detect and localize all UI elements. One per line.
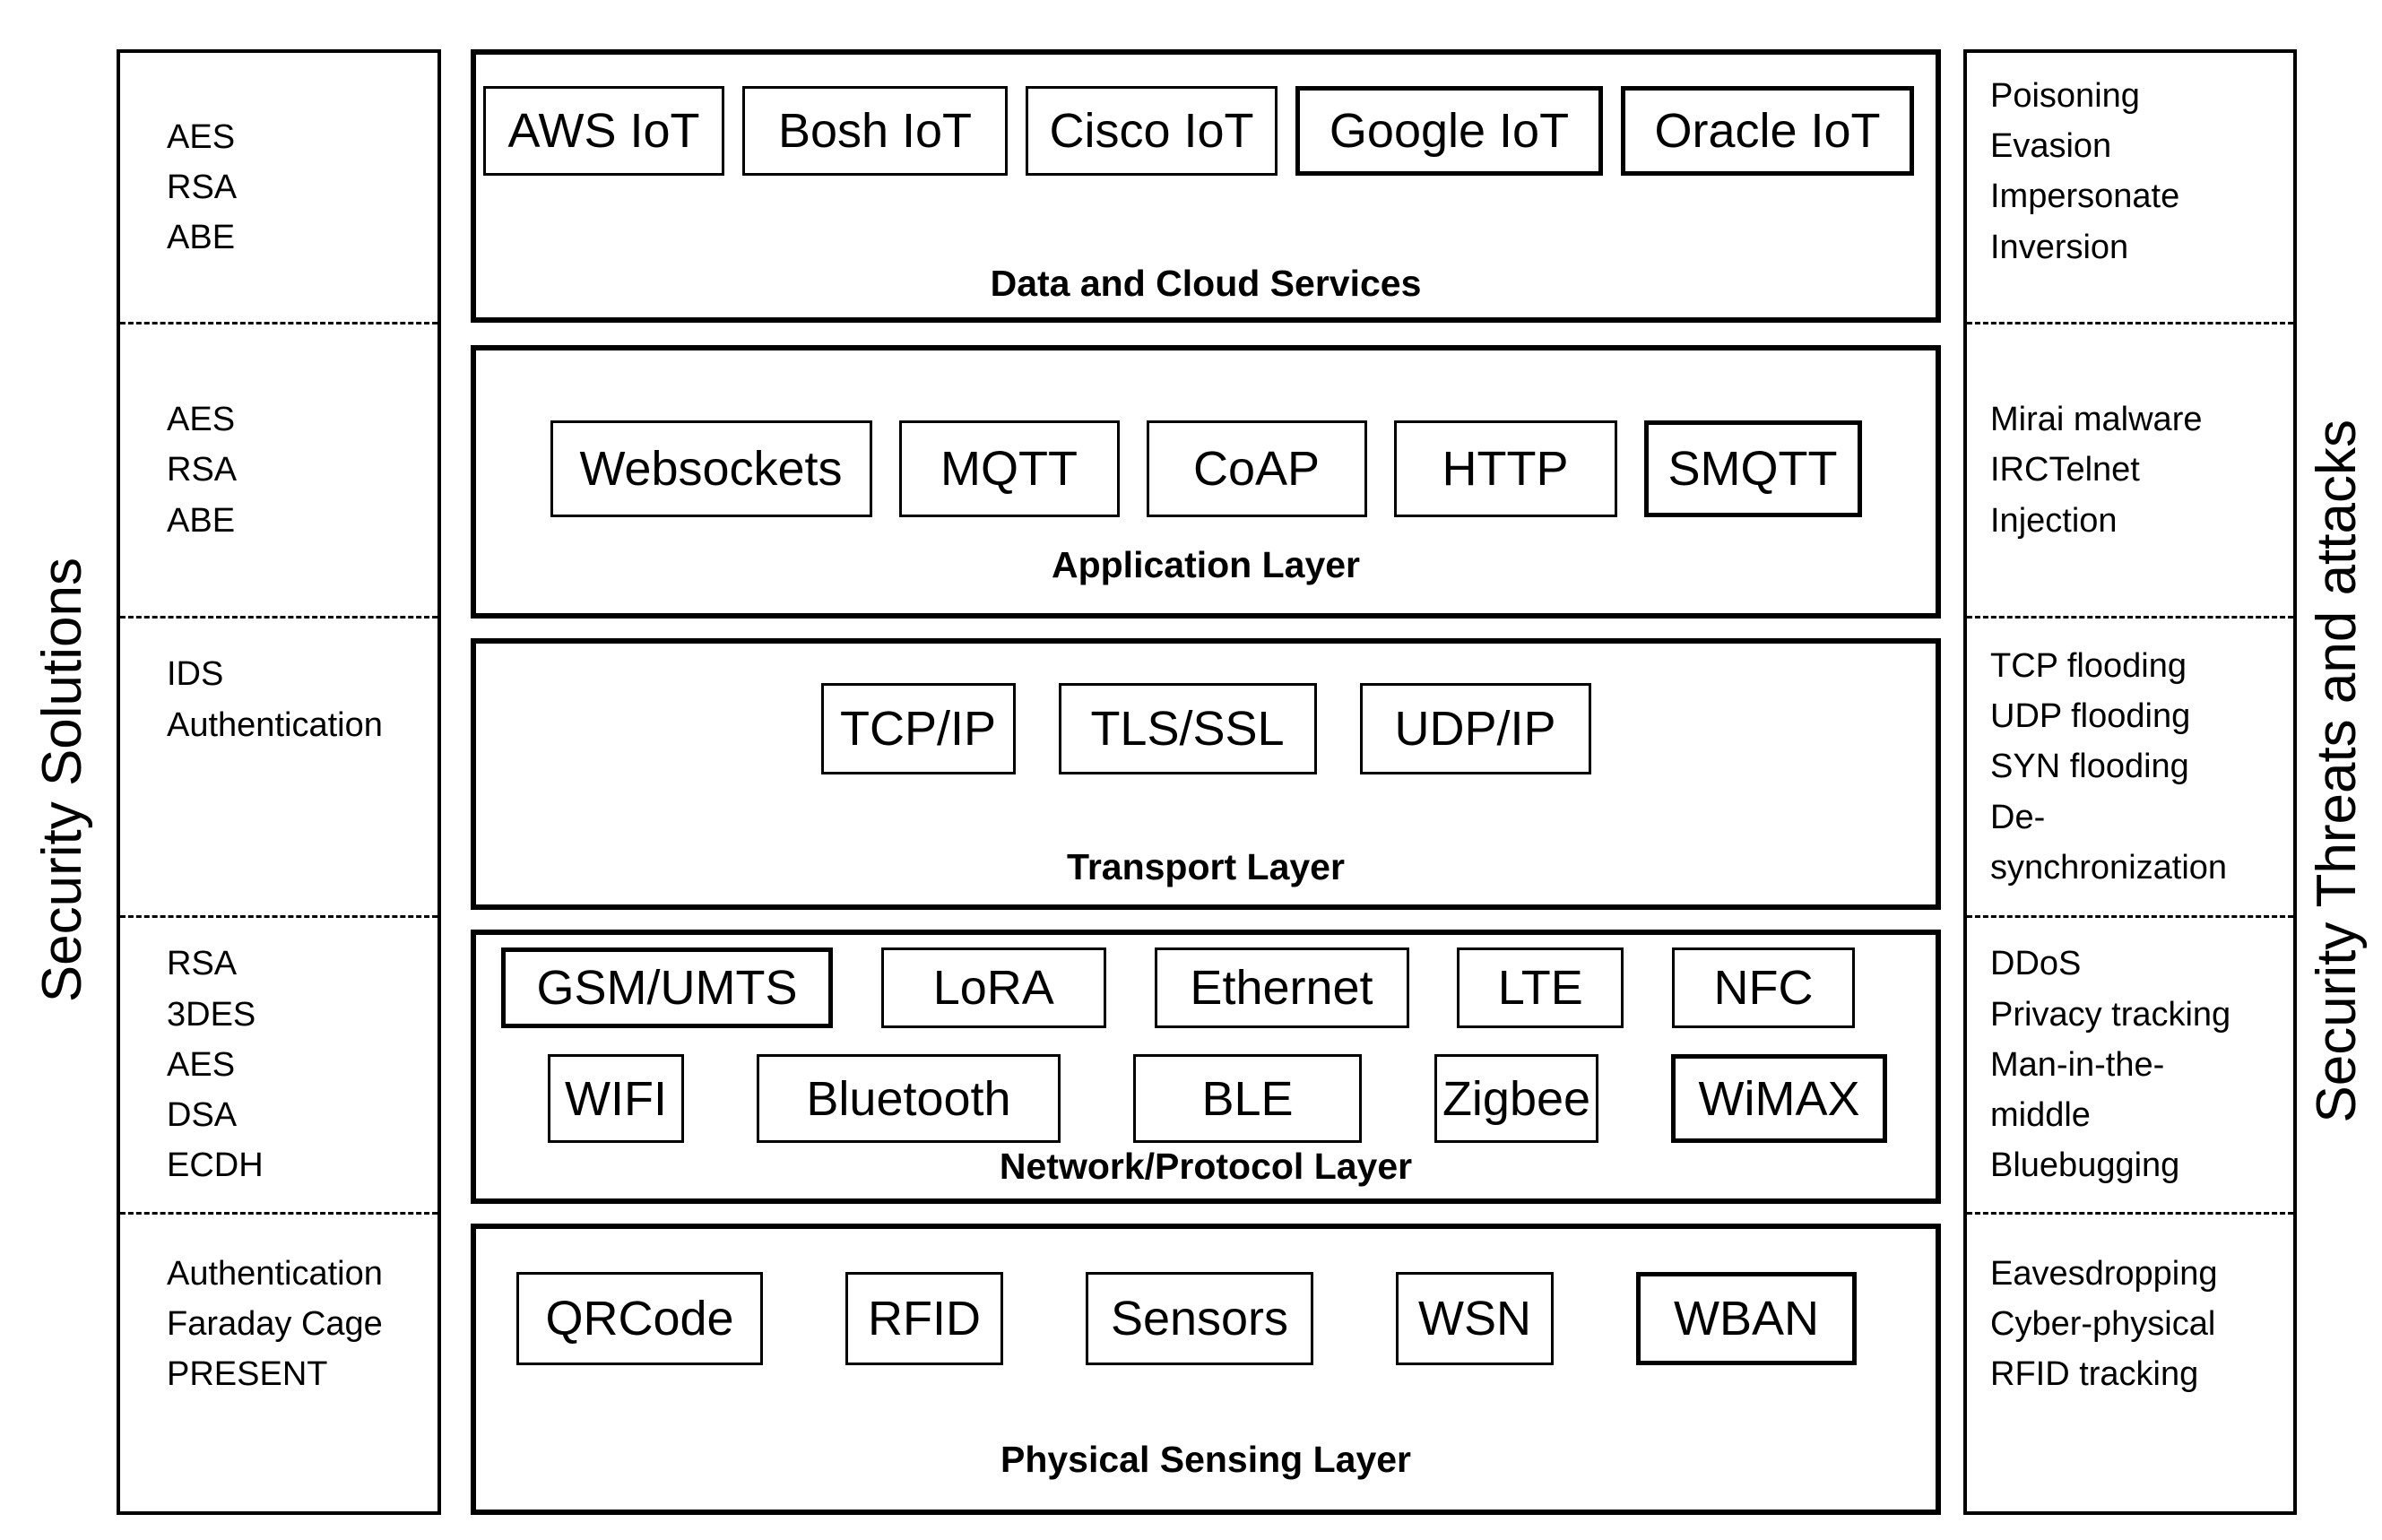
chip-tls-ssl: TLS/SSL <box>1058 683 1317 774</box>
layer-label-data-and-cloud-services: Data and Cloud Services <box>990 263 1422 304</box>
chip-coap: CoAP <box>1146 420 1367 517</box>
solution-item: DSA <box>167 1096 238 1135</box>
threat-item: TCP flooding <box>1990 646 2187 685</box>
threat-item: Injection <box>1990 501 2118 540</box>
chip-bosh-iot: Bosh IoT <box>742 86 1008 176</box>
solutions-section-physical: Authentication Faraday Cage PRESENT <box>120 1215 437 1511</box>
chip-gsm-umts: GSM/UMTS <box>501 947 833 1028</box>
solutions-section-transport: IDS Authentication <box>120 619 437 918</box>
solution-item: IDS <box>167 655 224 694</box>
threats-section-cloud: Poisoning Evasion Impersonate Inversion <box>1967 53 2293 324</box>
threat-item: SYN flooding <box>1990 748 2189 786</box>
layer-physical-sensing: QRCode RFID Sensors WSN WBAN Physical Se… <box>471 1224 1941 1515</box>
chip-tcp-ip: TCP/IP <box>820 683 1016 774</box>
threat-item: Inversion <box>1990 228 2129 266</box>
threats-section-physical: Eavesdropping Cyber-physical RFID tracki… <box>1967 1215 2293 1511</box>
chip-smqtt: SMQTT <box>1643 420 1862 517</box>
layer-network-protocol: GSM/UMTS LoRA Ethernet LTE NFC WIFI Blue… <box>471 930 1941 1204</box>
chip-bluetooth: Bluetooth <box>757 1054 1061 1143</box>
chip-zigbee: Zigbee <box>1434 1054 1598 1143</box>
chip-lora: LoRA <box>880 947 1106 1028</box>
transport-protocols-row: TCP/IP TLS/SSL UDP/IP <box>476 683 1936 774</box>
threat-item: Eavesdropping <box>1990 1255 2218 1293</box>
threat-item: Mirai malware <box>1990 401 2203 439</box>
right-axis-label-area: Security Threats and attacks <box>2291 269 2381 1273</box>
chip-cisco-iot: Cisco IoT <box>1026 86 1278 176</box>
chip-ethernet: Ethernet <box>1154 947 1409 1028</box>
threat-item: Cyber-physical <box>1990 1305 2216 1344</box>
solution-item: Authentication <box>167 1255 383 1293</box>
left-axis-label-area: Security Solutions <box>13 296 111 1264</box>
threat-item: Evasion <box>1990 127 2112 166</box>
chip-wsn: WSN <box>1396 1272 1554 1365</box>
solutions-section-cloud: AES RSA ABE <box>120 53 437 324</box>
solution-item: ABE <box>167 501 236 540</box>
network-protocols-row-2: WIFI Bluetooth BLE Zigbee WiMAX <box>548 1054 1887 1143</box>
chip-oracle-iot: Oracle IoT <box>1621 86 1914 176</box>
chip-google-iot: Google IoT <box>1295 86 1603 176</box>
threat-item: Poisoning <box>1990 77 2140 115</box>
threat-item: RFID tracking <box>1990 1355 2199 1394</box>
threat-item: Bluebugging <box>1990 1146 2180 1185</box>
application-protocols-row: Websockets MQTT CoAP HTTP SMQTT <box>476 420 1936 517</box>
chip-http: HTTP <box>1393 420 1617 517</box>
solution-item: PRESENT <box>167 1355 328 1394</box>
threat-item: UDP flooding <box>1990 697 2191 736</box>
threat-item: Privacy tracking <box>1990 995 2231 1034</box>
solution-item: AES <box>167 1045 236 1084</box>
chip-wban: WBAN <box>1636 1272 1857 1365</box>
solution-item: 3DES <box>167 995 256 1034</box>
chip-udp-ip: UDP/IP <box>1359 683 1591 774</box>
chip-aws-iot: AWS IoT <box>483 86 724 176</box>
threats-section-transport: TCP flooding UDP flooding SYN flooding D… <box>1967 619 2293 918</box>
chip-wifi: WIFI <box>548 1054 684 1143</box>
cloud-services-row: AWS IoT Bosh IoT Cisco IoT Google IoT Or… <box>483 86 1914 176</box>
layer-application: Websockets MQTT CoAP HTTP SMQTT Applicat… <box>471 345 1941 619</box>
solution-item: ECDH <box>167 1146 264 1185</box>
chip-lte: LTE <box>1457 947 1624 1028</box>
layer-transport: TCP/IP TLS/SSL UDP/IP Transport Layer <box>471 638 1941 910</box>
threat-item: IRCTelnet <box>1990 451 2140 489</box>
chip-rfid: RFID <box>845 1272 1003 1365</box>
physical-sensing-row: QRCode RFID Sensors WSN WBAN <box>516 1272 1857 1365</box>
threats-section-application: Mirai malware IRCTelnet Injection <box>1967 324 2293 619</box>
threat-item: Man-in-the-middle <box>1990 1045 2165 1135</box>
layer-label-network-protocol: Network/Protocol Layer <box>999 1146 1413 1187</box>
security-solutions-column: AES RSA ABE AES RSA ABE IDS Authenticati… <box>117 49 441 1515</box>
solution-item: Faraday Cage <box>167 1305 383 1344</box>
security-solutions-axis-label: Security Solutions <box>30 557 93 1003</box>
threats-section-network: DDoS Privacy tracking Man-in-the-middle … <box>1967 918 2293 1215</box>
solutions-section-application: AES RSA ABE <box>120 324 437 619</box>
solution-item: RSA <box>167 168 238 206</box>
solution-item: Authentication <box>167 705 383 744</box>
solution-item: AES <box>167 401 236 439</box>
chip-sensors: Sensors <box>1086 1272 1313 1365</box>
chip-ble: BLE <box>1133 1054 1362 1143</box>
layer-label-transport: Transport Layer <box>1067 846 1345 887</box>
layer-label-physical-sensing: Physical Sensing Layer <box>1000 1439 1412 1480</box>
solution-item: AES <box>167 117 236 156</box>
threat-item: De-synchronization <box>1990 798 2228 887</box>
solutions-section-network: RSA 3DES AES DSA ECDH <box>120 918 437 1215</box>
layer-data-and-cloud-services: AWS IoT Bosh IoT Cisco IoT Google IoT Or… <box>471 49 1941 323</box>
layer-label-application: Application Layer <box>1051 544 1360 585</box>
chip-wimax: WiMAX <box>1671 1054 1887 1143</box>
threat-item: Impersonate <box>1990 177 2180 216</box>
security-threats-axis-label: Security Threats and attacks <box>2305 419 2368 1123</box>
chip-nfc: NFC <box>1672 947 1855 1028</box>
threat-item: DDoS <box>1990 945 2082 983</box>
chip-qrcode: QRCode <box>516 1272 763 1365</box>
network-protocols-row-1: GSM/UMTS LoRA Ethernet LTE NFC <box>501 947 1855 1028</box>
solution-item: RSA <box>167 451 238 489</box>
solution-item: RSA <box>167 945 238 983</box>
chip-websockets: Websockets <box>550 420 872 517</box>
security-threats-column: Poisoning Evasion Impersonate Inversion … <box>1963 49 2297 1515</box>
chip-mqtt: MQTT <box>898 420 1120 517</box>
solution-item: ABE <box>167 219 236 257</box>
